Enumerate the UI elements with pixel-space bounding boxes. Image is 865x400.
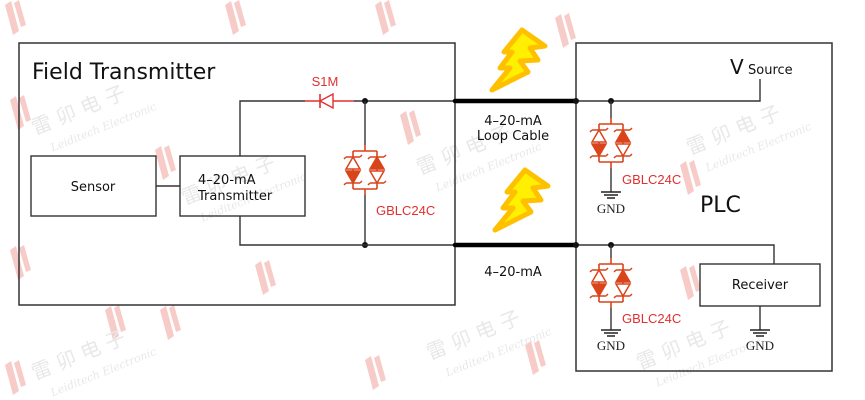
tvs-gblc24c-plc-bottom [589, 257, 633, 309]
vsource-sub: Source [748, 63, 793, 78]
tvs-gblc24c-transmitter [343, 144, 387, 196]
cable-label-bottom: 4–20-mA [484, 265, 542, 280]
s1m-diode [305, 92, 354, 110]
gnd-icon [600, 329, 622, 337]
cable-label-1: 4–20-mA [484, 114, 542, 129]
receiver-label: Receiver [732, 278, 789, 293]
transmitter-label-1: 4–20-mA [198, 173, 256, 188]
gnd-label: GND [746, 338, 774, 353]
field-transmitter-box [18, 42, 456, 306]
cable-label-2: Loop Cable [477, 129, 549, 144]
plc-title: PLC [700, 193, 741, 218]
lightning-bolt-icon [492, 30, 545, 90]
sensor-label: Sensor [71, 180, 116, 195]
transmitter-box [179, 155, 306, 217]
field-transmitter-title: Field Transmitter [32, 60, 216, 85]
tvs-gblc24c-plc-top [589, 117, 633, 169]
receiver-wire [576, 244, 775, 264]
gnd-icon [749, 329, 771, 337]
tvs-label-transmitter: GBLC24C [376, 203, 435, 218]
plc-box [575, 42, 833, 372]
gnd-label: GND [597, 338, 625, 353]
loop-wire-top-left [239, 100, 305, 156]
gnd-label: GND [597, 201, 625, 216]
s1m-label: S1M [312, 74, 339, 89]
lightning-bolt-icon [495, 170, 548, 230]
vsource-v: V [730, 55, 744, 79]
loop-wire-bottom-left [239, 216, 455, 246]
tvs-label-plc-top: GBLC24C [622, 172, 681, 187]
transmitter-label-2: Transmitter [197, 189, 273, 204]
gnd-icon [600, 191, 622, 199]
vsource-wire [576, 79, 761, 102]
tvs-label-plc-bottom: GBLC24C [622, 311, 681, 326]
